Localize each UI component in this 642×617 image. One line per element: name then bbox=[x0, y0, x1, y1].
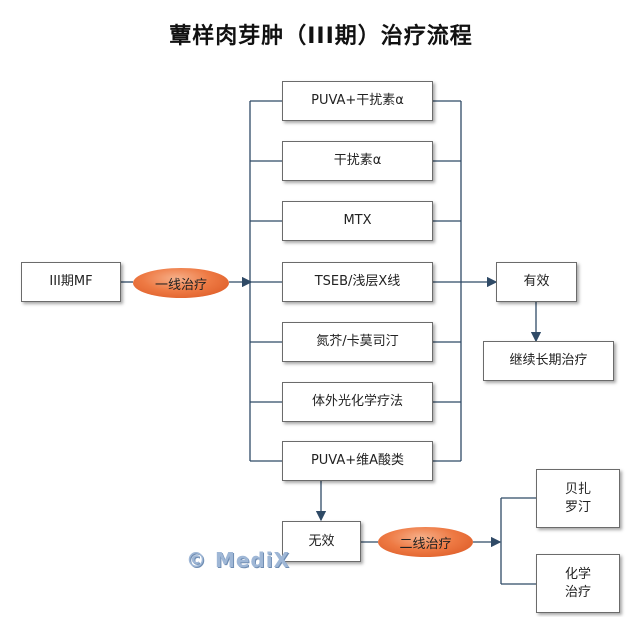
treatment-box: PUVA+维A酸类 bbox=[282, 441, 433, 481]
watermark: © MediX bbox=[186, 548, 291, 572]
treatment-box: 氮芥/卡莫司汀 bbox=[282, 322, 433, 362]
treatment-box: TSEB/浅层X线 bbox=[282, 262, 433, 302]
start-box: III期MF bbox=[21, 262, 121, 302]
continue-box: 继续长期治疗 bbox=[483, 341, 614, 381]
treatment-box: 体外光化学疗法 bbox=[282, 382, 433, 422]
treatment-box: 干扰素α bbox=[282, 141, 433, 181]
ineffective-box: 无效 bbox=[282, 521, 361, 562]
effective-box: 有效 bbox=[496, 262, 577, 302]
second-line-ellipse: 二线治疗 bbox=[378, 527, 473, 557]
second-option-box: 贝扎 罗汀 bbox=[536, 469, 620, 528]
treatment-box: PUVA+干扰素α bbox=[282, 81, 433, 121]
page-title: 蕈样肉芽肿（III期）治疗流程 bbox=[169, 24, 473, 49]
treatment-box: MTX bbox=[282, 201, 433, 241]
second-option-box: 化学 治疗 bbox=[536, 554, 620, 613]
first-line-ellipse: 一线治疗 bbox=[133, 268, 229, 298]
